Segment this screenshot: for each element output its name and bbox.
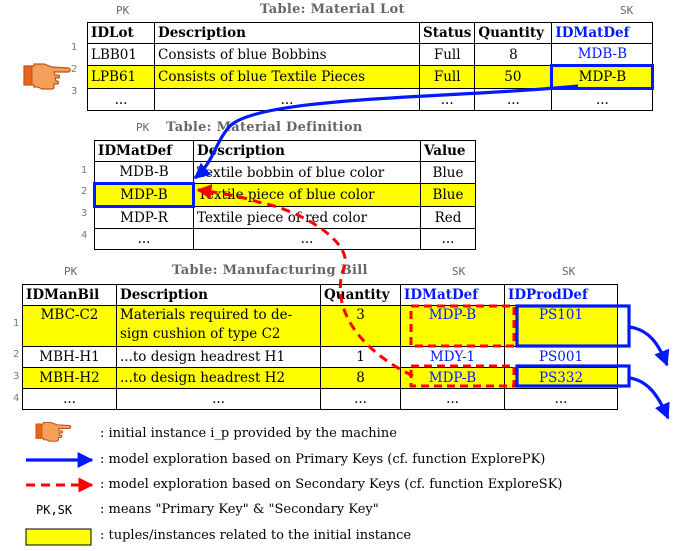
matdef-cell: ... bbox=[94, 228, 194, 250]
legend-red-text: : model exploration based on Secondary K… bbox=[100, 477, 563, 492]
lot-cell: 50 bbox=[474, 65, 553, 89]
legend-yellow-swatch bbox=[25, 528, 92, 546]
bill-row-num-4: 4 bbox=[13, 393, 20, 404]
bill-cell: PS332 bbox=[504, 367, 618, 389]
pk-arrow-out-row1 bbox=[629, 325, 670, 367]
table-row-highlighted: MBC-C2 Materials required to de- sign cu… bbox=[22, 305, 618, 347]
table-row-highlighted: MDP-B Textile piece of blue color Blue bbox=[93, 182, 476, 208]
lot-cell: Consists of blue Textile Pieces bbox=[154, 65, 420, 89]
table-row: MDP-R Textile piece of red color Red bbox=[94, 206, 476, 229]
pointing-hand-icon bbox=[23, 63, 71, 90]
lot-col-status: Status bbox=[418, 22, 476, 44]
matdef-cell: Blue bbox=[420, 183, 476, 207]
lot-row-num-3: 3 bbox=[71, 86, 78, 97]
bill-desc-line-1: Materials required to de- bbox=[120, 307, 293, 323]
bill-cell: ... bbox=[22, 388, 117, 410]
legend-hand-text: : initial instance i_p provided by the m… bbox=[100, 426, 397, 441]
lot-col-quantity: Quantity bbox=[474, 22, 553, 44]
matdef-cell: ... bbox=[420, 228, 476, 250]
legend-yellow-text: : tuples/instances related to the initia… bbox=[100, 528, 412, 543]
bill-cell: MDP-B bbox=[400, 367, 505, 389]
legend-pksk-label: PK,SK bbox=[36, 503, 73, 517]
lot-pk-tag: PK bbox=[116, 4, 130, 17]
table-row: ... ... ... ... ... bbox=[22, 388, 618, 410]
bill-cell: MBH-H1 bbox=[22, 346, 117, 368]
pk-box-idproddef-row3 bbox=[515, 364, 631, 388]
bill-cell: ...to design headrest H1 bbox=[116, 346, 321, 368]
bill-sk2-tag: SK bbox=[562, 265, 576, 278]
bill-col-idproddef: IDProdDef bbox=[504, 284, 618, 306]
bill-cell: MDP-B bbox=[400, 305, 505, 347]
lot-row-num-2: 2 bbox=[71, 64, 78, 75]
table-row: ... ... ... bbox=[94, 228, 476, 250]
lot-table-title: Table: Material Lot bbox=[260, 2, 405, 17]
material-lot-table: IDLot Description Status Quantity IDMatD… bbox=[87, 22, 655, 111]
pk-box-idproddef-row1 bbox=[515, 304, 631, 348]
bill-cell: ... bbox=[320, 388, 401, 410]
legend-pksk-text: : means "Primary Key" & "Secondary Key" bbox=[100, 502, 379, 517]
matdef-row-num-4: 4 bbox=[81, 230, 88, 241]
matdef-row-num-1: 1 bbox=[81, 165, 88, 176]
legend-blue-text: : model exploration based on Primary Key… bbox=[100, 452, 546, 467]
lot-cell: Full bbox=[418, 65, 476, 89]
matdef-col-idmatdef: IDMatDef bbox=[94, 140, 194, 162]
matdef-pk-tag: PK bbox=[136, 121, 150, 134]
bill-desc-line-2: sign cushion of type C2 bbox=[120, 326, 281, 342]
bill-cell: PS101 bbox=[504, 305, 618, 347]
bill-cell: ... bbox=[504, 388, 618, 410]
matdef-cell: ... bbox=[193, 228, 421, 250]
matdef-cell-key: MDP-B bbox=[93, 182, 195, 208]
pk-arrow-lot-to-matdef bbox=[193, 84, 579, 180]
matdef-table-title: Table: Material Definition bbox=[166, 120, 363, 135]
matdef-cell: Red bbox=[420, 206, 476, 229]
bill-pk-tag: PK bbox=[64, 265, 78, 278]
bill-sk1-tag: SK bbox=[452, 265, 466, 278]
bill-row-num-2: 2 bbox=[13, 349, 20, 360]
bill-cell: ... bbox=[116, 388, 321, 410]
lot-header-row: IDLot Description Status Quantity IDMatD… bbox=[87, 22, 654, 44]
bill-cell: MBH-H2 bbox=[22, 367, 117, 389]
lot-cell: ... bbox=[87, 88, 155, 111]
lot-sk-tag: SK bbox=[620, 4, 634, 17]
matdef-cell: Textile piece of blue color bbox=[193, 183, 421, 207]
lot-cell: ... bbox=[551, 88, 654, 111]
bill-row-num-3: 3 bbox=[13, 371, 20, 382]
lot-cell: LPB61 bbox=[87, 65, 155, 89]
bill-cell: ... bbox=[400, 388, 505, 410]
lot-row-num-1: 1 bbox=[71, 42, 78, 53]
sk-box-idmatdef-row3 bbox=[409, 364, 516, 388]
material-definition-table: IDMatDef Description Value MDB-B Textile… bbox=[93, 140, 476, 250]
bill-cell-multiline: Materials required to de- sign cushion o… bbox=[116, 305, 321, 347]
sk-arrow-bill-to-matdef bbox=[196, 184, 414, 378]
bill-header-row: IDManBil Description Quantity IDMatDef I… bbox=[22, 284, 618, 306]
lot-col-idlot: IDLot bbox=[87, 22, 155, 44]
bill-row-num-1: 1 bbox=[13, 318, 20, 329]
matdef-row-num-3: 3 bbox=[81, 208, 88, 219]
pk-arrow-out-row3 bbox=[629, 376, 670, 420]
bill-cell: 3 bbox=[320, 305, 401, 347]
legend-hand-icon bbox=[35, 421, 72, 442]
lot-col-idmatdef: IDMatDef bbox=[551, 22, 654, 44]
lot-cell: Full bbox=[418, 43, 476, 66]
table-row: MBH-H1 ...to design headrest H1 1 MDY-1 … bbox=[22, 346, 618, 368]
matdef-row-num-2: 2 bbox=[81, 186, 88, 197]
bill-table-title: Table: Manufacturing Bill bbox=[172, 263, 368, 278]
sk-box-idmatdef-row1 bbox=[409, 304, 516, 348]
lot-cell: LBB01 bbox=[87, 43, 155, 66]
